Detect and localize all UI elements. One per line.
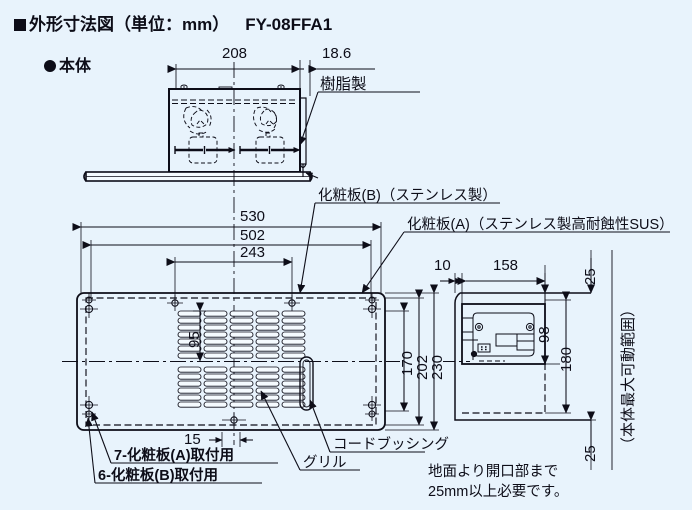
- section-heading: 本体: [44, 52, 91, 76]
- cord-bushing-shape: [299, 356, 314, 411]
- model-number: FY-08FFA1: [245, 15, 333, 34]
- note-line-1: 地面より開口部まで: [428, 464, 559, 480]
- callout-panel-b: 化粧板(B)（ステンレス製）: [318, 188, 497, 204]
- note-line-2: 25mm以上必要です。: [428, 484, 569, 500]
- dimension-208: 208: [222, 45, 248, 62]
- front-view-callout-leader: [298, 91, 420, 179]
- dimension-158: 158: [493, 257, 519, 274]
- dimension-10: 10: [434, 257, 451, 274]
- callout-cord-bushing: コードブッシング: [333, 437, 449, 453]
- callout-resin: 樹脂製: [320, 76, 367, 93]
- callout-grille: グリル: [303, 455, 347, 471]
- side-view-geometry: [440, 250, 613, 470]
- dimension-230: 230: [429, 354, 446, 380]
- page-title: 外形寸法図（単位：mm） FY-08FFA1: [14, 10, 332, 35]
- label-max-movable-range: （本体最大可動範囲）: [620, 301, 637, 452]
- callout-panel-a: 化粧板(A)（ステンレス製高耐蝕性SUS）: [407, 217, 674, 233]
- dimension-98: 98: [536, 326, 553, 343]
- dimension-180: 180: [558, 346, 575, 372]
- dimension-243: 243: [240, 244, 266, 261]
- plan-view-callout-leaders: [84, 202, 670, 484]
- square-bullet-icon: [14, 19, 26, 31]
- dimension-95: 95: [186, 331, 203, 348]
- dimension-25-bottom: 25: [582, 445, 599, 462]
- page-title-text: 外形寸法図（単位：mm）: [29, 15, 230, 34]
- dimension-530: 530: [240, 208, 266, 225]
- section-heading-text: 本体: [59, 58, 92, 75]
- front-view-geometry: [83, 60, 375, 196]
- dimension-15: 15: [184, 431, 201, 448]
- round-bullet-icon: [44, 60, 56, 72]
- dimension-18-6: 18.6: [322, 45, 352, 62]
- dimension-502: 502: [240, 227, 266, 244]
- grille-pattern: [177, 310, 306, 408]
- plan-view-geometry: [62, 197, 439, 447]
- dimension-202: 202: [414, 354, 431, 380]
- dimension-25-top: 25: [582, 268, 599, 285]
- callout-mount-b: 6-化粧板(B)取付用: [98, 468, 219, 484]
- callout-mount-a: 7-化粧板(A)取付用: [114, 448, 235, 464]
- dimension-170: 170: [399, 350, 416, 376]
